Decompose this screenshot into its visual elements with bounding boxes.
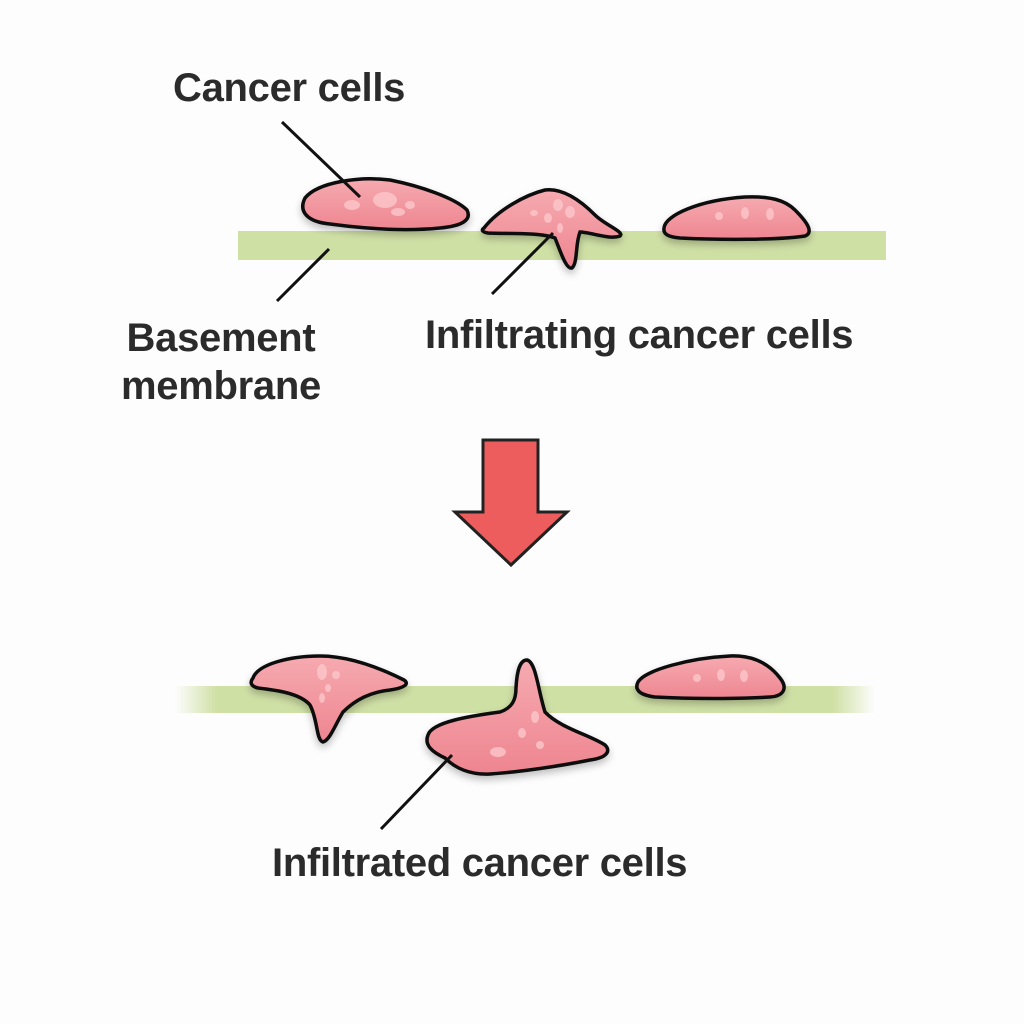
label-basement-line2: membrane bbox=[121, 364, 321, 408]
cancer-cell-3 bbox=[662, 195, 811, 242]
down-arrow-icon bbox=[451, 438, 571, 568]
cancer-cell-1 bbox=[301, 177, 470, 232]
label-cancer-cells: Cancer cells bbox=[173, 66, 406, 110]
stage-after bbox=[175, 654, 875, 831]
cancer-cell-c bbox=[635, 654, 786, 701]
infiltrating-cancer-cell bbox=[480, 188, 623, 270]
label-infiltrating-cancer-cells: Infiltrating cancer cells bbox=[425, 313, 854, 357]
stage-before bbox=[238, 120, 886, 303]
label-basement-membrane: Basement membrane bbox=[121, 314, 321, 410]
cancer-cell-a bbox=[249, 654, 409, 744]
leader-line-cancer-cells bbox=[280, 120, 362, 199]
label-basement-line1: Basement bbox=[126, 316, 316, 360]
leader-line-infiltrating bbox=[490, 231, 555, 296]
leader-line-basement-membrane bbox=[275, 247, 331, 303]
label-infiltrated-cancer-cells: Infiltrated cancer cells bbox=[272, 841, 688, 885]
infiltrated-cancer-cell bbox=[425, 658, 610, 776]
leader-line-infiltrated bbox=[379, 753, 454, 831]
